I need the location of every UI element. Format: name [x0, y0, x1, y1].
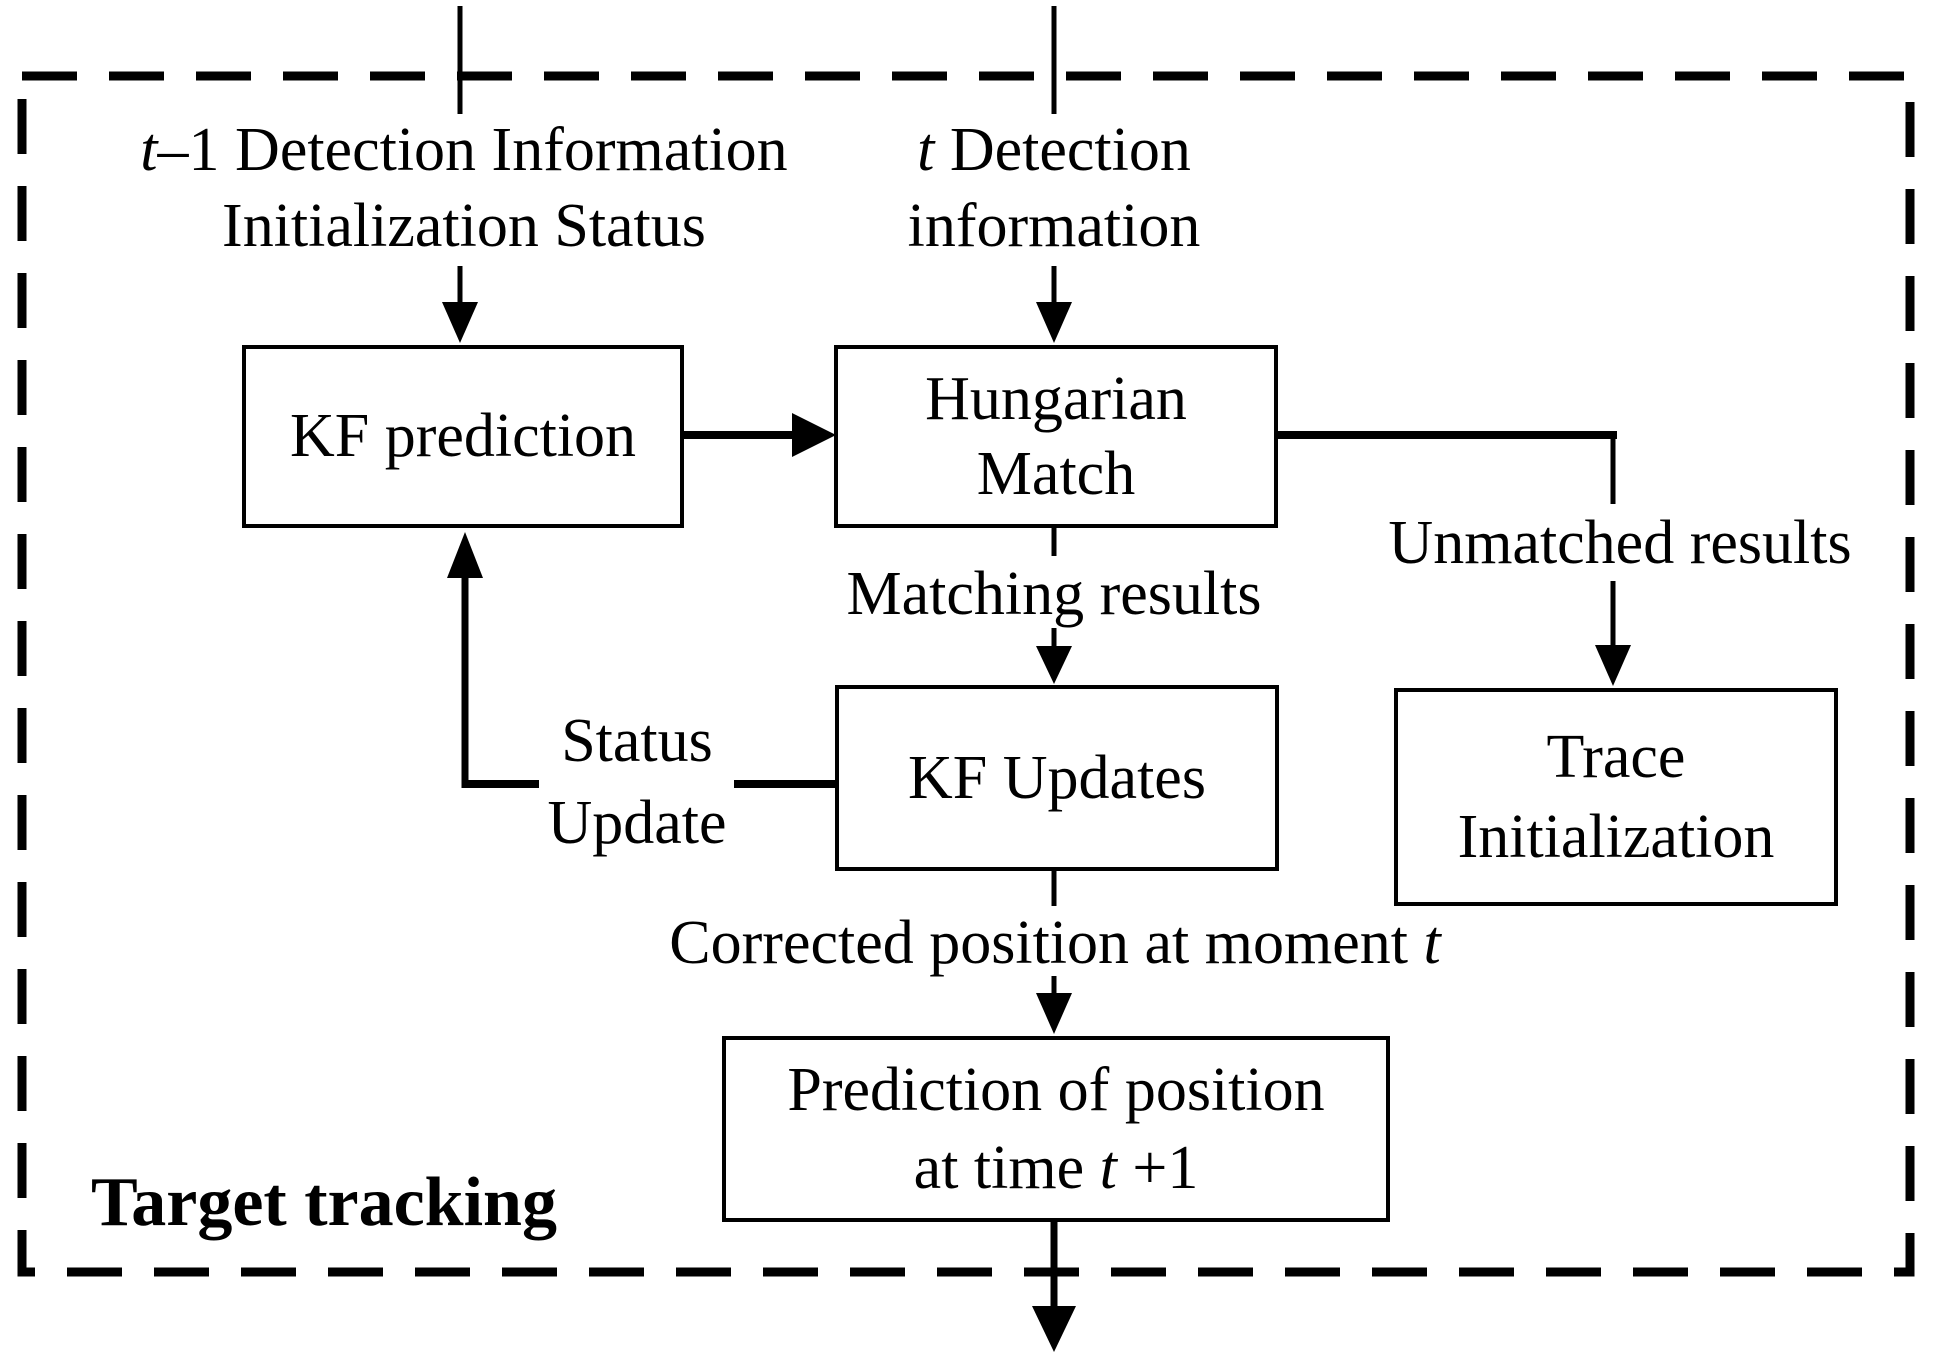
- node-position-prediction-line1: Prediction of position: [787, 1056, 1325, 1124]
- node-trace-line2: Initialization: [1457, 803, 1775, 871]
- arrow-unmatched-to-trace: [1595, 581, 1631, 686]
- arrow-output-bottom: [1032, 1222, 1076, 1352]
- label-input-t: t Detection information: [908, 112, 1201, 264]
- node-trace-initialization: Trace Initialization: [1394, 688, 1838, 906]
- label-input-t-minus-1-line2: Initialization Status: [222, 192, 706, 260]
- node-hungarian-match: Hungarian Match: [834, 345, 1278, 528]
- node-kf-updates: KF Updates: [835, 685, 1279, 871]
- label-input-t-line1: t Detection: [917, 116, 1191, 184]
- label-corrected-position: Corrected position at moment t: [669, 909, 1441, 977]
- node-position-prediction-line2: at time t +1: [913, 1134, 1199, 1202]
- arrow-kf-updates-to-prediction: [1036, 871, 1072, 1034]
- node-kf-prediction: KF prediction: [242, 345, 684, 528]
- arrow-kf-prediction-to-hungarian: [684, 413, 836, 457]
- label-status-update-line1: Status: [561, 707, 713, 775]
- node-hungarian-match-line2: Match: [976, 439, 1136, 508]
- dashed-region-border: [17, 71, 1915, 1277]
- node-kf-updates-label: KF Updates: [908, 743, 1206, 812]
- node-position-prediction: Prediction of position at time t +1: [722, 1036, 1390, 1222]
- label-input-t-minus-1-line1: t–1 Detection Information: [140, 116, 788, 184]
- line-hungarian-to-unmatched: [1277, 431, 1617, 504]
- label-input-t-minus-1: t–1 Detection Information Initialization…: [140, 112, 787, 264]
- arrow-input-to-hungarian-match: [1036, 266, 1072, 343]
- node-trace-line1: Trace: [1546, 723, 1686, 791]
- label-status-update-line2: Update: [547, 789, 727, 857]
- region-title: Target tracking: [91, 1164, 557, 1241]
- node-hungarian-match-line1: Hungarian: [925, 364, 1187, 433]
- label-unmatched-results: Unmatched results: [1388, 509, 1852, 577]
- label-status-update: Status Update: [547, 700, 726, 864]
- label-input-t-line2: information: [907, 192, 1201, 260]
- label-matching-results: Matching results: [846, 560, 1262, 628]
- arrow-status-update-feedback: [447, 532, 835, 788]
- node-kf-prediction-label: KF prediction: [289, 402, 637, 470]
- arrow-hungarian-to-kf-updates: [1036, 528, 1072, 684]
- arrow-input-to-kf-prediction: [442, 266, 478, 343]
